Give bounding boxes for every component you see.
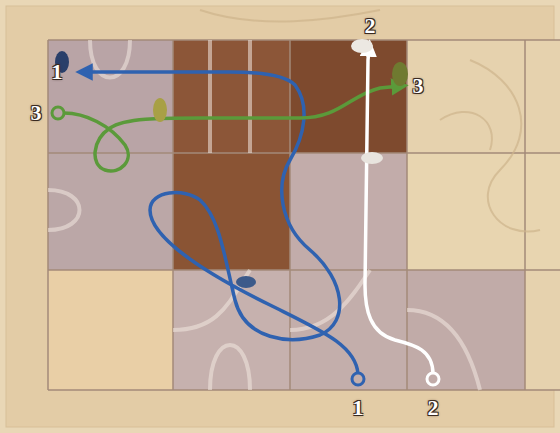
path-start [52, 107, 64, 119]
path-start [427, 373, 439, 385]
tile [48, 270, 173, 390]
stone [351, 39, 373, 53]
path-start [352, 373, 364, 385]
callout-number: 1 [52, 61, 63, 83]
tile-tracks [48, 40, 480, 390]
callout-number: 3 [413, 75, 424, 97]
tile [290, 270, 407, 390]
callout-number: 2 [428, 397, 439, 419]
tile [407, 40, 525, 153]
callout-number: 3 [31, 102, 42, 124]
tile [173, 40, 290, 153]
tile [290, 40, 407, 153]
green-path [64, 86, 400, 171]
grid-lines [48, 40, 560, 390]
tile [290, 153, 407, 270]
callout-number: 1 [353, 397, 364, 419]
stone [153, 98, 167, 122]
tile [407, 270, 525, 390]
stone [361, 152, 383, 164]
stone [236, 276, 256, 288]
callout-number: 2 [365, 15, 376, 37]
tile [525, 270, 560, 390]
board-frame [6, 6, 554, 427]
tile [525, 40, 560, 153]
stone [392, 62, 408, 86]
dragon-art [200, 10, 540, 232]
tile [48, 40, 173, 153]
white-path [365, 48, 433, 374]
tile [525, 153, 560, 270]
tile [173, 153, 290, 270]
tile [407, 153, 525, 270]
